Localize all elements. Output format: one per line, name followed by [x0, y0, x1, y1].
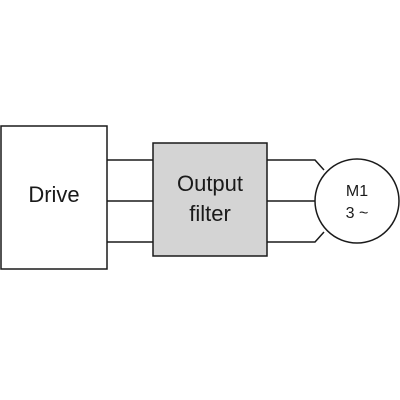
motor-label-line1: M1 [346, 183, 368, 200]
drive-label: Drive [28, 182, 79, 207]
wire-filter-motor-1 [267, 159, 325, 171]
output-filter-label-line1: Output [177, 171, 243, 196]
output-filter-label-line2: filter [189, 201, 231, 226]
output-filter-block [152, 142, 268, 257]
motor-circle [314, 158, 400, 244]
motor-label-line2: 3 ~ [346, 205, 369, 222]
wire-filter-motor-3 [267, 231, 325, 243]
drive-block [0, 125, 108, 270]
